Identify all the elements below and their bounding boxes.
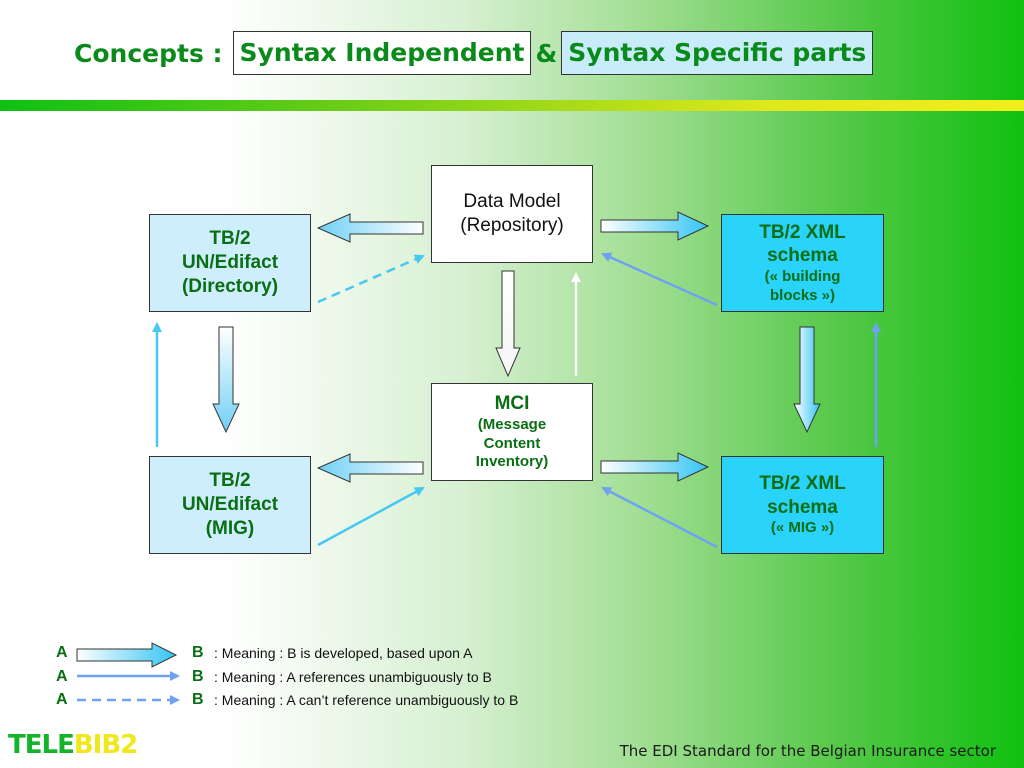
node-unedifact-directory-line1: TB/2	[209, 228, 251, 250]
node-unedifact-mig-line3: (MIG)	[205, 517, 255, 539]
ref-xml-building-blocks-to-datamodel	[601, 252, 718, 307]
node-xml-mig-line2: schema	[767, 496, 838, 518]
ref-xml-mig-to-mci	[601, 486, 718, 549]
node-mci-line1: (Message	[477, 415, 547, 433]
arrow-mci-to-xml-mig	[600, 452, 710, 482]
telebib2-logo: TELEBIB2	[8, 730, 138, 760]
footer-tagline: The EDI Standard for the Belgian Insuran…	[619, 742, 996, 760]
node-xml-bb-line1: TB/2 XML	[759, 221, 846, 243]
node-data-model-line1: Data Model	[463, 191, 561, 213]
legend-b: B	[192, 691, 204, 708]
node-xml-bb-sub1: (« building	[764, 268, 841, 285]
arrow-mci-to-unedifact-mig	[316, 453, 424, 483]
title-divider-bar	[0, 100, 1024, 111]
node-data-model: Data Model (Repository)	[431, 165, 593, 263]
legend-b: B	[192, 644, 204, 661]
legend-a: A	[56, 668, 68, 685]
title-ampersand: &	[535, 38, 558, 68]
arrow-unedifact-directory-to-mig	[212, 326, 240, 434]
arrow-datamodel-to-unedifact-directory	[316, 213, 424, 243]
legend-text: : Meaning : B is developed, based upon A	[214, 645, 473, 661]
legend-block-arrow	[76, 642, 178, 668]
legend-text: : Meaning : A can’t reference unambiguou…	[214, 692, 519, 708]
node-mci-line3: Inventory)	[475, 453, 549, 471]
node-unedifact-directory-line2: UN/Edifact	[181, 252, 279, 274]
node-xml-mig-sub1: (« MIG »)	[770, 519, 835, 537]
node-unedifact-mig-line2: UN/Edifact	[181, 494, 279, 516]
node-mci: MCI (Message Content Inventory)	[431, 383, 593, 481]
node-mci-line2: Content	[483, 434, 541, 452]
title-prefix: Concepts :	[74, 38, 223, 68]
node-mci-title: MCI	[494, 393, 530, 414]
legend-b: B	[192, 668, 204, 685]
node-unedifact-directory-line3: (Directory)	[181, 275, 279, 297]
node-unedifact-mig-line1: TB/2	[209, 470, 251, 492]
node-xml-schema-mig: TB/2 XML schema (« MIG »)	[721, 456, 884, 554]
legend-text: : Meaning : A references unambiguously t…	[214, 669, 492, 685]
title-syntax-specific: Syntax Specific parts	[561, 31, 874, 75]
node-xml-bb-line2: schema	[767, 245, 838, 267]
legend-a: A	[56, 691, 68, 708]
arrow-datamodel-to-xml-building-blocks	[600, 211, 710, 241]
legend-a: A	[56, 644, 68, 661]
node-xml-schema-building-blocks: TB/2 XML schema (« building blocks »)	[721, 214, 884, 312]
node-data-model-line2: (Repository)	[460, 215, 564, 236]
ref-unedifact-mig-to-mci	[317, 486, 425, 547]
ref-dashed-unedifact-directory-to-datamodel	[317, 254, 425, 304]
title-syntax-independent: Syntax Independent	[232, 31, 532, 75]
node-xml-bb-sub2: blocks »)	[769, 286, 836, 304]
arrow-xml-building-blocks-to-xml-mig	[793, 326, 821, 434]
page-title: Concepts : Syntax Independent & Syntax S…	[74, 28, 874, 78]
logo-part2: BIB2	[73, 730, 138, 760]
node-xml-mig-line1: TB/2 XML	[759, 472, 846, 494]
node-unedifact-mig: TB/2 UN/Edifact (MIG)	[149, 456, 311, 554]
node-unedifact-directory: TB/2 UN/Edifact (Directory)	[149, 214, 311, 312]
logo-part1: TELE	[8, 730, 75, 760]
arrow-datamodel-to-mci	[495, 270, 521, 378]
